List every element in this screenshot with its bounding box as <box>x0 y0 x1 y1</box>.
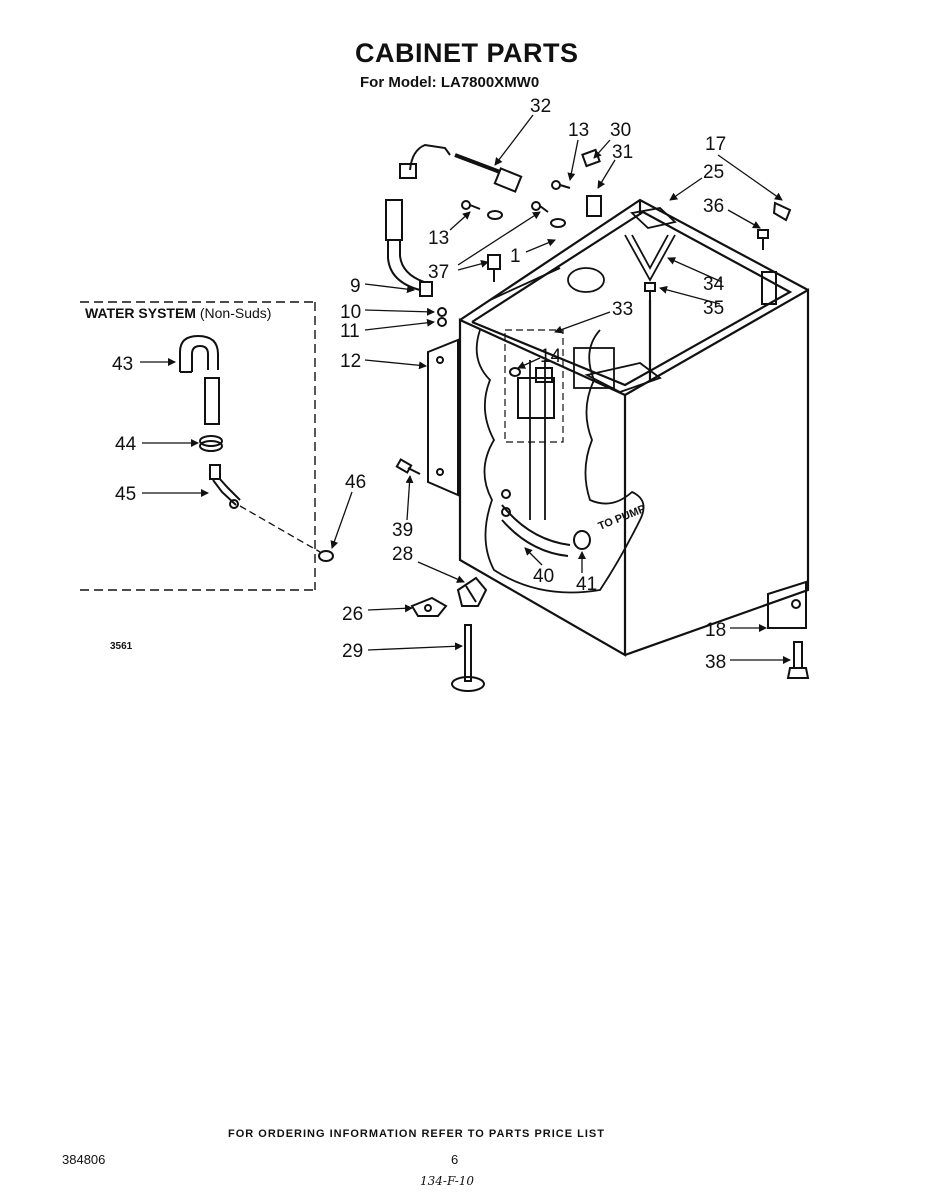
cabinet-cutaway <box>475 207 677 594</box>
document-number: 384806 <box>62 1152 106 1167</box>
pressure-switch-group-outline <box>504 329 564 443</box>
callout-34: 34 <box>703 274 725 295</box>
callout-1: 1 <box>510 246 521 267</box>
water-system-box <box>80 301 316 591</box>
callout-25: 25 <box>703 162 724 183</box>
callout-40: 40 <box>533 566 554 587</box>
elbow-fitting-part <box>209 464 241 509</box>
hose-clamp-part-46 <box>318 550 334 562</box>
callout-45: 45 <box>115 484 136 505</box>
water-system-leader <box>239 505 321 553</box>
callout-36: 36 <box>703 196 724 217</box>
inlet-hose-part <box>385 199 433 297</box>
callout-33: 33 <box>612 299 633 320</box>
callout-38: 38 <box>705 652 726 673</box>
outlet-hose-part <box>501 489 591 557</box>
leveling-leg-29 <box>451 624 485 692</box>
screw-39 <box>395 458 421 475</box>
leader-lines <box>140 114 791 664</box>
wire-harness-part <box>399 143 523 193</box>
callout-28: 28 <box>392 544 413 565</box>
screw-35 <box>644 282 656 302</box>
rear-panel-part <box>427 338 459 497</box>
handwritten-note: 134-F-10 <box>420 1174 475 1188</box>
callout-32: 32 <box>530 96 551 117</box>
model-subtitle: For Model: LA7800XMW0 <box>360 74 540 91</box>
pressure-switch-part <box>509 367 555 419</box>
callout-46: 46 <box>345 472 366 493</box>
clamp-part <box>199 435 223 452</box>
callout-43: 43 <box>112 354 133 375</box>
callout-29: 29 <box>342 641 363 662</box>
screw-36 <box>757 229 769 250</box>
callout-11: 11 <box>340 321 360 342</box>
callout-31: 31 <box>612 142 633 163</box>
callout-37: 37 <box>428 262 449 283</box>
to-pump-label: TO PUMP <box>597 503 648 533</box>
page-number: 6 <box>451 1152 459 1167</box>
screws-top-left <box>437 180 571 327</box>
callout-13-left: 13 <box>428 228 449 249</box>
callout-18: 18 <box>705 620 726 641</box>
callout-39: 39 <box>392 520 413 541</box>
callout-14: 14 <box>540 346 562 367</box>
callout-9: 9 <box>350 276 361 297</box>
page-title: CABINET PARTS <box>355 38 579 68</box>
clip-17 <box>772 201 792 222</box>
callout-10: 10 <box>340 302 361 323</box>
callout-44: 44 <box>115 434 137 455</box>
callout-12: 12 <box>340 351 361 372</box>
clips-top-center <box>581 148 602 217</box>
right-bracket <box>761 271 777 305</box>
callout-numbers: 32 13 30 31 17 25 36 13 37 1 9 10 11 12 … <box>112 96 726 673</box>
callout-35: 35 <box>703 298 724 319</box>
ordering-note: FOR ORDERING INFORMATION REFER TO PARTS … <box>228 1128 605 1140</box>
callout-30: 30 <box>610 120 631 141</box>
callout-41: 41 <box>576 574 597 595</box>
bolt-38 <box>786 641 810 679</box>
callout-26: 26 <box>342 604 363 625</box>
figure-number: 3561 <box>110 641 133 652</box>
bracket-18 <box>767 580 807 629</box>
callout-13-top: 13 <box>568 120 589 141</box>
water-system-sublabel: (Non-Suds) <box>199 305 272 321</box>
leg-bracket-28 <box>456 576 488 607</box>
callout-17: 17 <box>705 134 726 155</box>
fill-hose-part <box>179 334 220 425</box>
water-system-label: WATER SYSTEM <box>85 305 196 321</box>
bracket-26 <box>410 596 448 617</box>
water-system-title: WATER SYSTEM (Non-Suds) <box>85 305 271 321</box>
cabinet-body <box>458 198 810 657</box>
